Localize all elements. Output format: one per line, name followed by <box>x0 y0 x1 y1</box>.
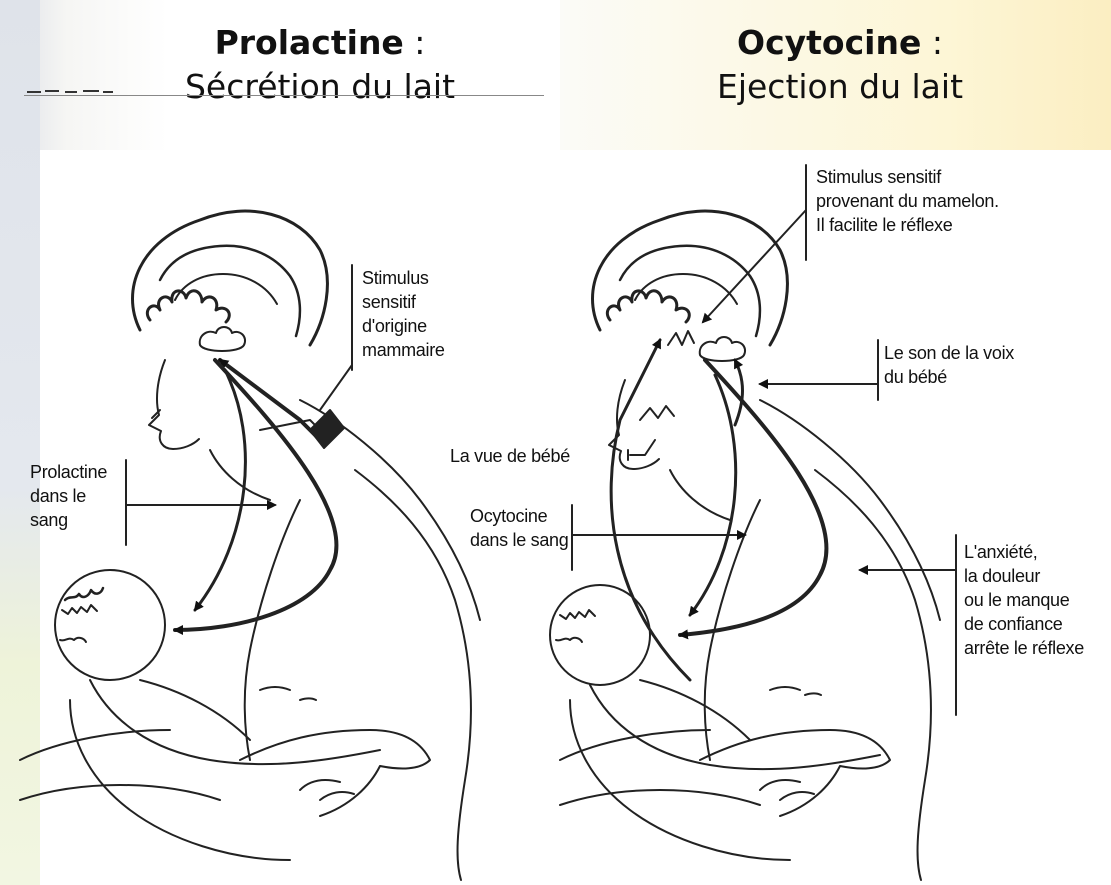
left-baby-body <box>90 680 380 764</box>
right-sight-bracket <box>628 440 655 460</box>
right-hormone-arrow <box>680 360 826 635</box>
right-sight-label: La vue de bébé <box>450 444 570 468</box>
right-brain <box>700 337 745 361</box>
right-voice-bracket <box>760 340 878 400</box>
left-baby-head <box>55 570 165 680</box>
left-mother-arm <box>355 470 471 880</box>
left-blood-bracket <box>126 460 275 545</box>
left-stimulus-bracket <box>320 265 352 410</box>
left-mother-hand <box>240 730 430 816</box>
right-stimulus-bracket <box>703 165 806 322</box>
right-blood-label: Ocytocine dans le sang <box>470 504 568 552</box>
right-stimulus-label: Stimulus sensitif provenant du mamelon. … <box>816 165 999 237</box>
left-blood-label: Prolactine dans le sang <box>30 460 107 532</box>
right-nipple-stimulus-arrow <box>611 340 690 680</box>
right-mother-arm <box>815 470 931 880</box>
right-anxiety-bracket <box>860 535 956 715</box>
right-mother-hand <box>700 730 890 816</box>
left-brain <box>200 327 245 351</box>
left-face <box>149 360 199 449</box>
right-voice-label: Le son de la voix du bébé <box>884 341 1014 389</box>
left-stimulus-label: Stimulus sensitif d'origine mammaire <box>362 266 445 362</box>
right-anxiety-label: L'anxiété, la douleur ou le manque de co… <box>964 540 1084 660</box>
right-mother-figure <box>550 165 956 880</box>
